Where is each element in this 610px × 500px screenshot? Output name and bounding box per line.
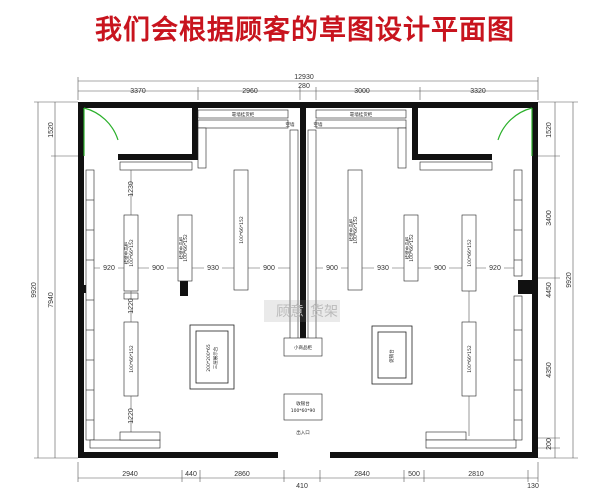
- dim-bottom-8: 130: [527, 483, 539, 490]
- shelf-name-l3: 挂壁中岛柜: [178, 236, 185, 259]
- right-dimensions: [538, 101, 578, 459]
- dim-right-3: 4450: [546, 282, 553, 298]
- shelf-label-l2: 100*66*152: [129, 345, 135, 373]
- shelf-label-r1: 100*66*152: [353, 216, 359, 244]
- aisle-r-2: 930: [377, 265, 389, 272]
- dim-left-inner-1: 1520: [48, 122, 55, 138]
- display-left: [189, 324, 235, 390]
- dim-total-width: 12930: [294, 74, 314, 81]
- shelf-label-r2: 100*66*152: [409, 234, 415, 262]
- dim-bottom-6: 500: [408, 471, 420, 478]
- display-left-size: 200*200*65: [206, 344, 212, 372]
- dim-top-3: 3000: [354, 88, 370, 95]
- aisle-l-3: 930: [207, 265, 219, 272]
- gap-1: 1230: [128, 181, 135, 197]
- shelf-label-r4: 100*66*152: [467, 345, 473, 373]
- dim-top-2: 2960: [242, 88, 258, 95]
- left-wall-shelves: [85, 169, 95, 441]
- bottom-shelves: [89, 431, 517, 449]
- display-right-label: 促销台: [388, 349, 395, 363]
- walls: [78, 102, 538, 458]
- dim-top-1: 3370: [130, 88, 146, 95]
- dim-left-inner-2: 7940: [48, 292, 55, 308]
- watermark-text-2: 货架: [310, 303, 338, 319]
- dim-center: 280: [298, 83, 310, 90]
- shelf-name-l1: 挂壁中岛柜: [123, 241, 130, 264]
- gap-2: 1220: [128, 298, 135, 314]
- gap-3: 1220: [128, 408, 135, 424]
- dim-bottom-3: 2860: [234, 471, 250, 478]
- left-dimensions: [34, 101, 78, 459]
- dim-bottom-2: 440: [185, 471, 197, 478]
- dim-left-outer: 9920: [31, 282, 38, 298]
- aisle-r-4: 920: [489, 265, 501, 272]
- aisle-r-1: 900: [326, 265, 338, 272]
- right-wall-shelves: [513, 169, 523, 441]
- dim-right-5: 200: [546, 438, 553, 450]
- shelf-label-l4: 100*66*152: [239, 216, 245, 244]
- center-small-label: 小商品柜: [294, 344, 312, 351]
- aisle-r-3: 900: [434, 265, 446, 272]
- cashier-sub: 100*60*90: [291, 408, 316, 414]
- top-shelf-label-right: 靠墙挂货柜: [350, 111, 373, 118]
- shelf-label-l1: 100*66*152: [129, 239, 135, 267]
- dim-bottom-4: 410: [296, 483, 308, 490]
- doors: [83, 107, 533, 156]
- dim-bottom-1: 2940: [122, 471, 138, 478]
- dim-bottom-7: 2810: [468, 471, 484, 478]
- display-left-sub: 三层展示台: [212, 346, 219, 369]
- shelf-label-r3: 100*66*152: [467, 239, 473, 267]
- shelf-name-r1: 挂壁中岛柜: [348, 218, 355, 241]
- aisle-l-4: 900: [263, 265, 275, 272]
- bottom-dimensions: [77, 462, 539, 482]
- dim-right-total: 9920: [566, 272, 573, 288]
- door-label-left: 空墙: [286, 121, 295, 128]
- aisle-l-1: 920: [103, 265, 115, 272]
- entrance-label: 出入口: [296, 429, 310, 436]
- dim-bottom-5: 2840: [354, 471, 370, 478]
- right-island-shelves: [347, 169, 477, 397]
- watermark: [264, 300, 340, 322]
- display-right: [371, 325, 413, 385]
- door-label-right: 空墙: [314, 121, 323, 128]
- center-small-cabinet: [283, 337, 323, 357]
- dim-right-4: 4350: [546, 362, 553, 378]
- cashier-label: 收银台: [296, 400, 310, 407]
- watermark-text-1: 顾意: [276, 303, 304, 319]
- page-title: 我们会根据顾客的草图设计平面图: [95, 15, 515, 46]
- shelf-name-r2: 挂壁中岛柜: [404, 236, 411, 259]
- left-island-shelves: [123, 169, 249, 397]
- aisle-l-2: 900: [152, 265, 164, 272]
- top-dimensions: [77, 77, 539, 100]
- dim-right-2: 3400: [546, 210, 553, 226]
- dim-right-1: 1520: [546, 122, 553, 138]
- top-shelf-label-left: 靠墙挂货柜: [232, 111, 255, 118]
- cashier-counter: [283, 393, 323, 421]
- shelf-label-l3: 100*66*152: [183, 234, 189, 262]
- dim-top-4: 3320: [470, 88, 486, 95]
